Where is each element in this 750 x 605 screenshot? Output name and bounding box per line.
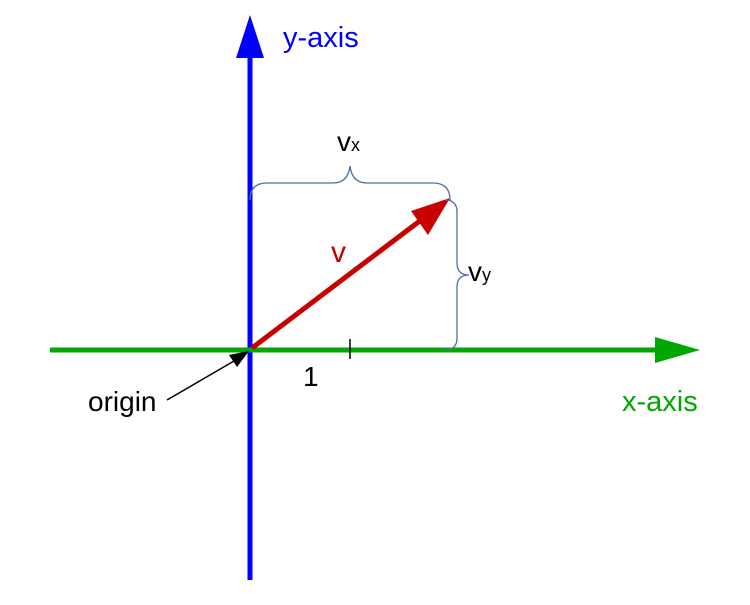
vx-label-main: v — [337, 126, 351, 157]
vx-brace — [249, 165, 451, 201]
origin-label: origin — [88, 386, 157, 417]
x-axis-arrowhead — [655, 337, 700, 363]
vy-label-main: v — [468, 256, 482, 287]
y-axis-label: y-axis — [283, 22, 359, 54]
x-axis-label: x-axis — [622, 386, 698, 418]
vx-label-subscript: x — [351, 135, 360, 155]
vector-v-line — [250, 215, 427, 350]
vy-label-subscript: y — [482, 265, 491, 285]
origin-pointer-arrowhead — [229, 351, 249, 367]
vy-brace — [444, 199, 470, 351]
origin-pointer-line — [166, 360, 235, 401]
y-axis-arrowhead — [236, 15, 264, 58]
vy-label: vy — [468, 258, 491, 286]
vector-v-label: v — [331, 236, 346, 269]
unit-tick-label: 1 — [303, 361, 319, 392]
vector-v-arrowhead — [411, 198, 450, 235]
vx-label: vx — [337, 128, 360, 156]
